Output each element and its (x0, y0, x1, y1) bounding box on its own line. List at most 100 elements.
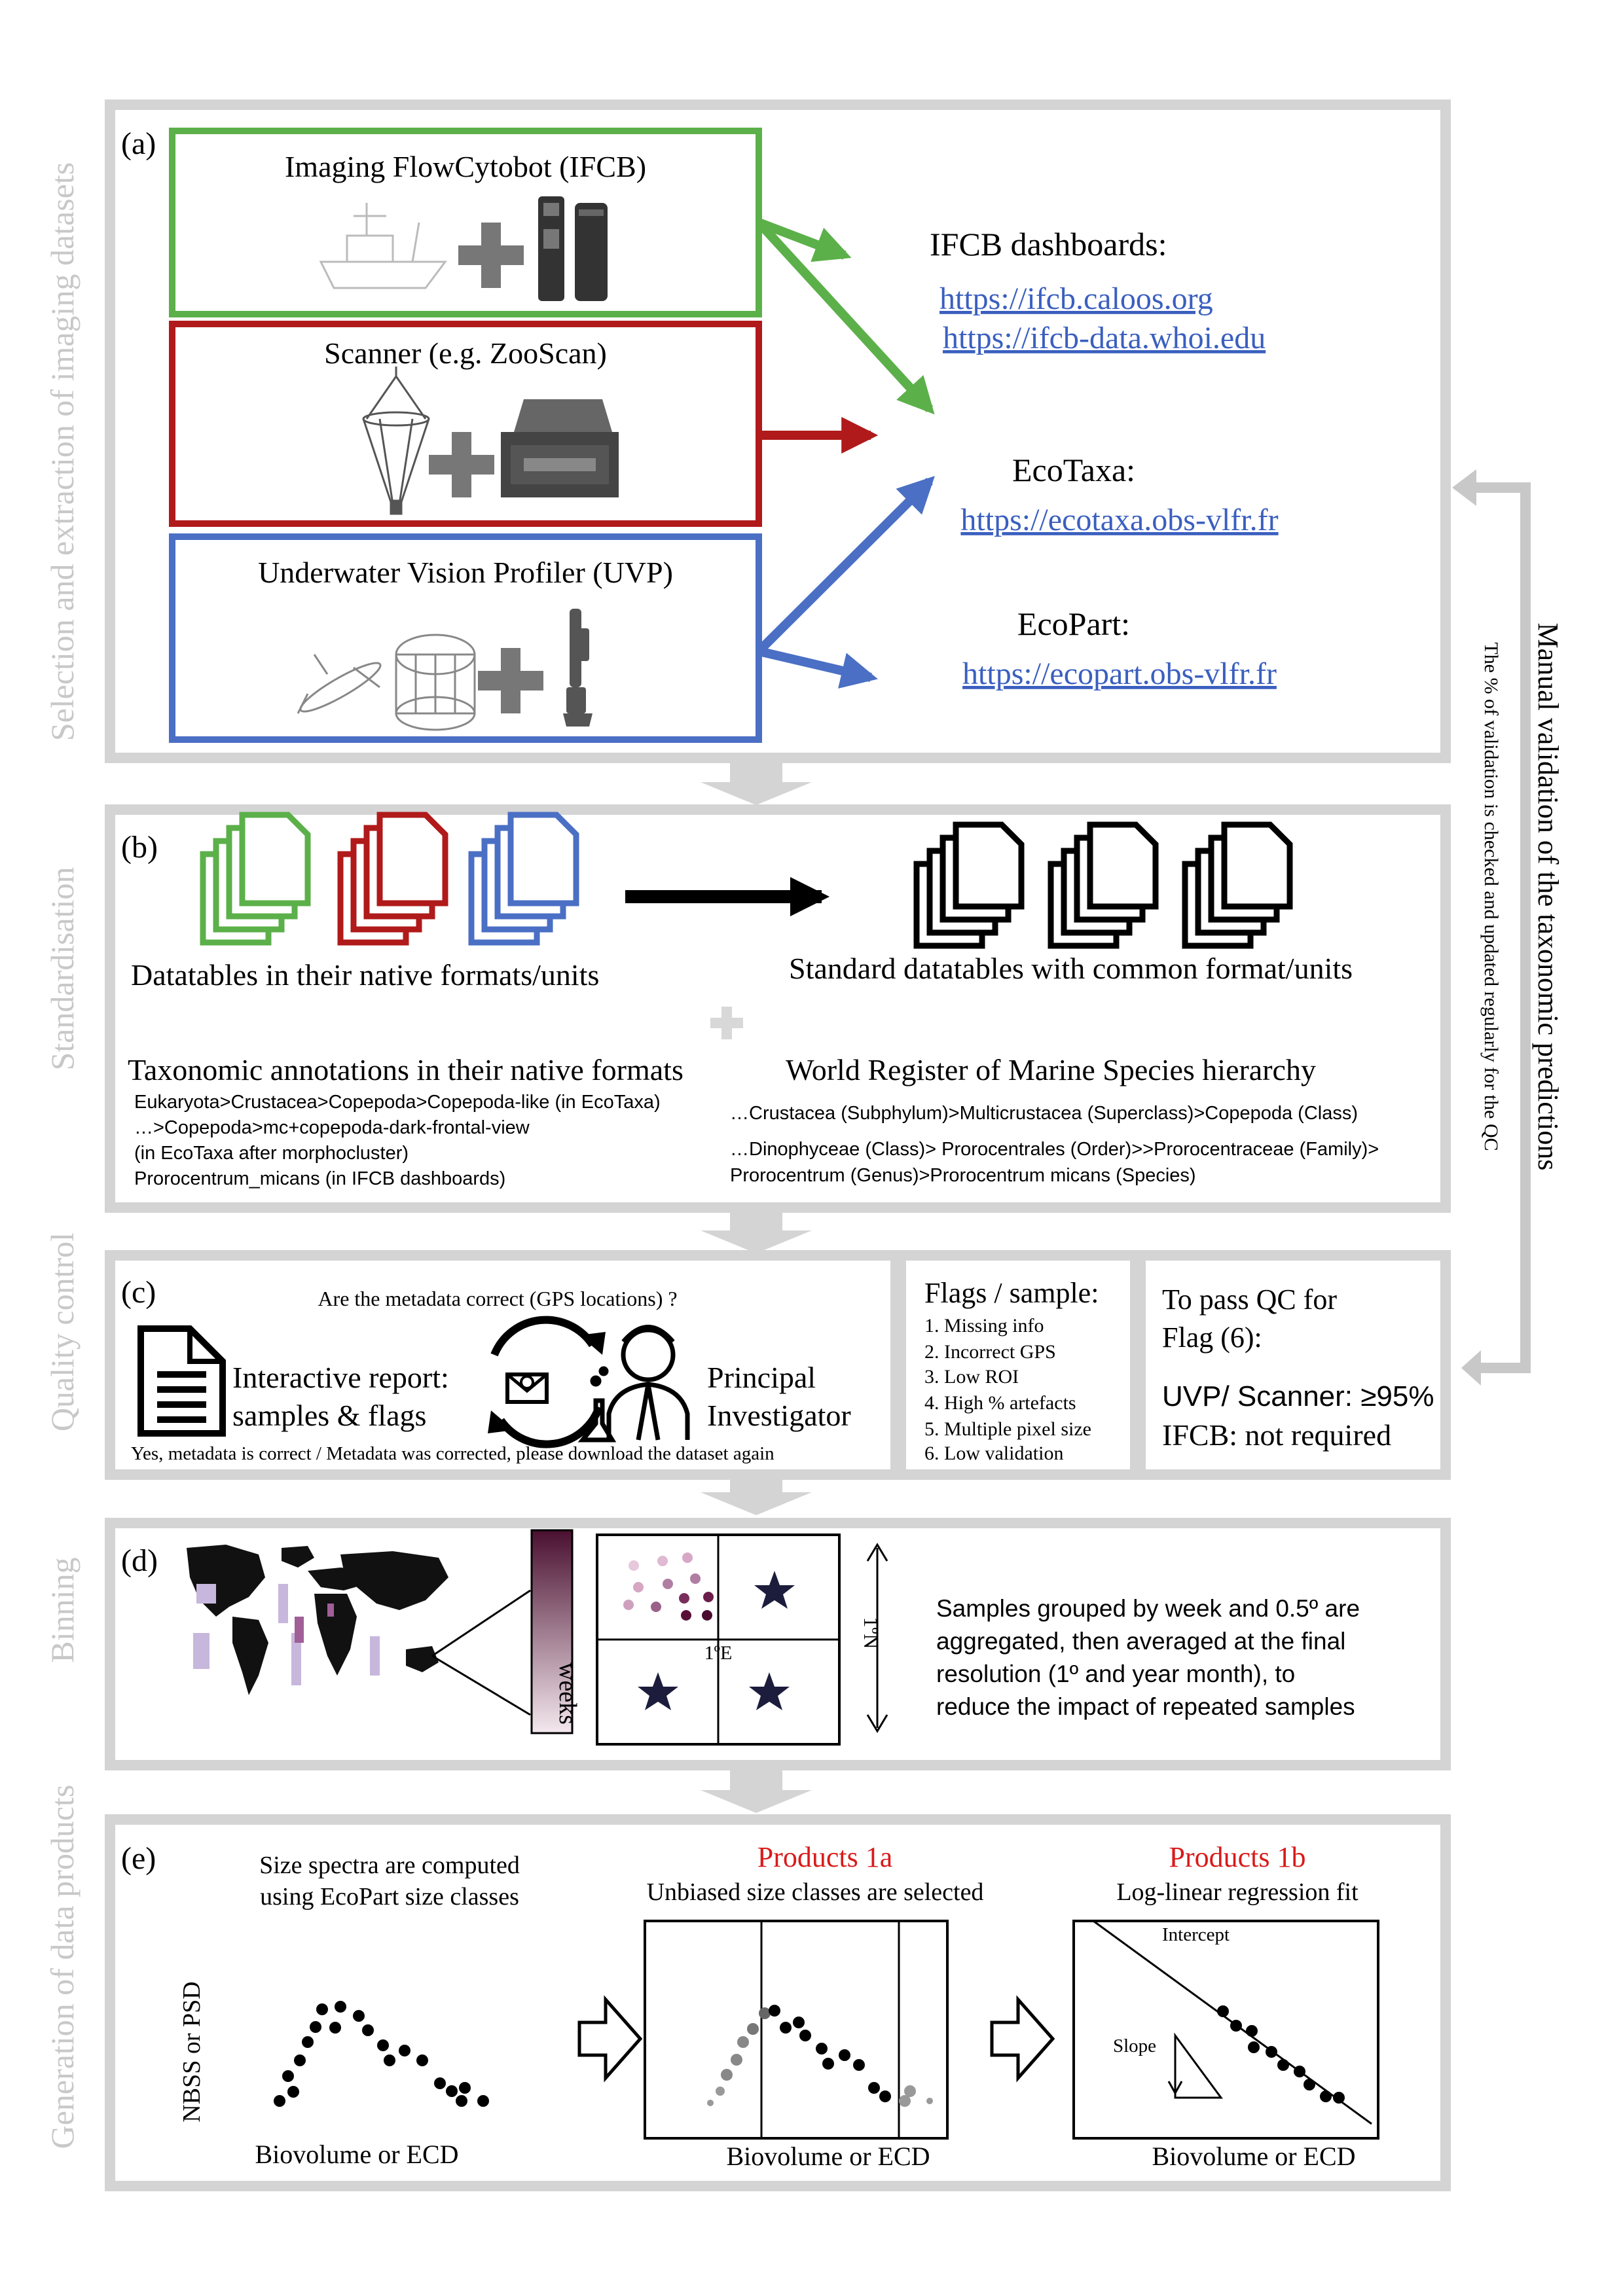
binning-description: Samples grouped by week and 0.5º are agg… (936, 1595, 1360, 1720)
side-label-e: Generation of data products (44, 1785, 81, 2149)
taxo-native-line: (in EcoTaxa after morphocluster) (134, 1143, 409, 1164)
plankton-net-image (362, 367, 430, 515)
exchange-arrowhead-bottom (488, 1410, 514, 1433)
qc-rule-line2: Flag (6): (1162, 1321, 1262, 1354)
side-label-b: Standardisation (44, 867, 81, 1070)
products-1b-title: Products 1b (1169, 1841, 1306, 1873)
qc-criterion-uvp: UVP/ Scanner: ≥95% (1162, 1380, 1434, 1412)
validation-loop-arrowhead-bottom (1461, 1350, 1481, 1386)
standard-datatables-label: Standard datatables with common format/u… (789, 952, 1353, 985)
uvp-frame-image (395, 634, 476, 731)
flag-item: 1. Missing info (924, 1315, 1044, 1336)
dashboard-link-whoi[interactable]: https://ifcb-data.whoi.edu (943, 321, 1266, 355)
ecotaxa-link[interactable]: https://ecotaxa.obs-vlfr.fr (960, 503, 1278, 537)
plot1-xlabel: Biovolume or ECD (255, 2140, 458, 2169)
green-datatables-icon (200, 812, 311, 946)
report-document-icon (137, 1325, 226, 1437)
ifcb-title: Imaging FlowCytobot (IFCB) (285, 150, 646, 183)
panel-b-frame (105, 804, 1451, 1213)
panel-e-tag: (e) (121, 1841, 156, 1876)
side-label-c: Quality control (44, 1232, 81, 1431)
weeks-label: weeks (554, 1662, 581, 1725)
panel-b-tag: (b) (121, 830, 158, 865)
lat-arrow (866, 1543, 888, 1733)
ship-image (319, 203, 447, 289)
binning-star (754, 1571, 795, 1609)
flag-item: 4. High % artefacts (924, 1392, 1076, 1414)
uvp-arrows (756, 476, 935, 689)
validation-title: Manual validation of the taxonomic predi… (1532, 622, 1564, 1170)
validation-subtitle: The % of validation is checked and updat… (1480, 642, 1502, 1151)
regression-plot (1072, 1920, 1379, 2140)
flow-arrow-a-b (701, 759, 812, 805)
zooscan-image (501, 399, 619, 497)
panel-d-frame (105, 1518, 1451, 1770)
flag-item: 5. Multiple pixel size (924, 1418, 1091, 1440)
process-arrow-1 (577, 1995, 643, 2083)
ecotaxa-title: EcoTaxa: (1012, 452, 1135, 488)
binning-stars (638, 1571, 795, 1710)
taxo-native-line: …>Copepoda>mc+copepoda-dark-frontal-view (134, 1117, 530, 1138)
worms-lines: …Crustacea (Subphylum)>Multicrustacea (S… (730, 1103, 1379, 1186)
plot2-xlabel: Biovolume or ECD (726, 2142, 930, 2171)
panel-c-tag: (c) (121, 1275, 156, 1310)
ifcb-arrows (755, 218, 935, 415)
slope-label: Slope (1113, 2036, 1156, 2056)
nbss-ylabel: NBSS or PSD (178, 1981, 206, 2122)
validation-loop-arrowhead-top (1452, 469, 1476, 506)
report-label-line1: Interactive report: (232, 1361, 449, 1394)
standard-datatables-icons (913, 821, 1293, 949)
binning-description-line: aggregated, then averaged at the final (936, 1628, 1345, 1655)
native-datatables-label: Datatables in their native formats/units (131, 958, 599, 992)
dashboards-title: IFCB dashboards: (930, 226, 1167, 262)
binning-description-line: resolution (1º and year month), to (936, 1660, 1295, 1687)
qc-rule-line1: To pass QC for (1162, 1283, 1337, 1316)
plus-icon-b (710, 1007, 743, 1039)
taxo-native-lines: Eukaryota>Crustacea>Copepoda>Copepoda-li… (134, 1092, 661, 1189)
flag-item: 3. Low ROI (924, 1366, 1019, 1388)
plot3-xlabel: Biovolume or ECD (1152, 2142, 1355, 2171)
blue-datatables-icon (468, 812, 579, 946)
uvp-title: Underwater Vision Profiler (UVP) (258, 556, 673, 589)
products-1a-title: Products 1a (757, 1841, 893, 1873)
flow-arrows (701, 759, 812, 1813)
side-label-d: Binning (44, 1557, 81, 1662)
panel-c-frame-qc (1135, 1250, 1451, 1480)
lon-label: 1ºE (704, 1642, 733, 1664)
flags-title: Flags / sample: (924, 1277, 1099, 1309)
col3-title: Log-linear regression fit (1116, 1878, 1359, 1906)
ecopart-link[interactable]: https://ecopart.obs-vlfr.fr (962, 656, 1277, 691)
glider-image (297, 654, 382, 714)
col2-title: Unbiased size classes are selected (647, 1878, 984, 1906)
side-label-a: Selection and extraction of imaging data… (44, 162, 81, 741)
metadata-answer: Yes, metadata is correct / Metadata was … (131, 1443, 775, 1464)
plus-icon-ifcb (458, 223, 524, 288)
worms-line: …Dinophyceae (Class)> Prorocentrales (Or… (730, 1139, 1379, 1160)
binning-description-line: Samples grouped by week and 0.5º are (936, 1595, 1360, 1622)
binning-description-line: reduce the impact of repeated samples (936, 1693, 1355, 1720)
taxo-native-title: Taxonomic annotations in their native fo… (128, 1053, 684, 1086)
unbiased-size-plot (644, 1920, 949, 2140)
flags-list: 1. Missing info 2. Incorrect GPS 3. Low … (924, 1315, 1091, 1464)
qc-criterion-ifcb: IFCB: not required (1162, 1418, 1391, 1452)
binning-star (638, 1672, 678, 1710)
uvp-instrument-image (563, 609, 593, 726)
dashboard-link-caloos[interactable]: https://ifcb.caloos.org (939, 281, 1213, 316)
zoom-line-bottom (431, 1655, 531, 1716)
worms-line: …Crustacea (Subphylum)>Multicrustacea (S… (730, 1103, 1358, 1124)
flow-arrow-d-e (701, 1767, 812, 1813)
uvp-box (169, 533, 762, 743)
process-arrow-2 (990, 1995, 1055, 2083)
panel-a-frame (105, 99, 1451, 763)
flag-item: 6. Low validation (924, 1443, 1063, 1464)
pi-label-line2: Investigator (707, 1399, 851, 1432)
validation-loop-line (1470, 482, 1531, 1373)
binning-sample-dots (623, 1552, 714, 1621)
report-label-line2: samples & flags (232, 1399, 426, 1432)
unbiased-size-points (707, 2005, 933, 2107)
worms-title: World Register of Marine Species hierarc… (786, 1053, 1316, 1086)
red-datatables-icon (337, 812, 448, 946)
ecopart-title: EcoPart: (1017, 605, 1130, 642)
scanner-title: Scanner (e.g. ZooScan) (324, 336, 607, 370)
